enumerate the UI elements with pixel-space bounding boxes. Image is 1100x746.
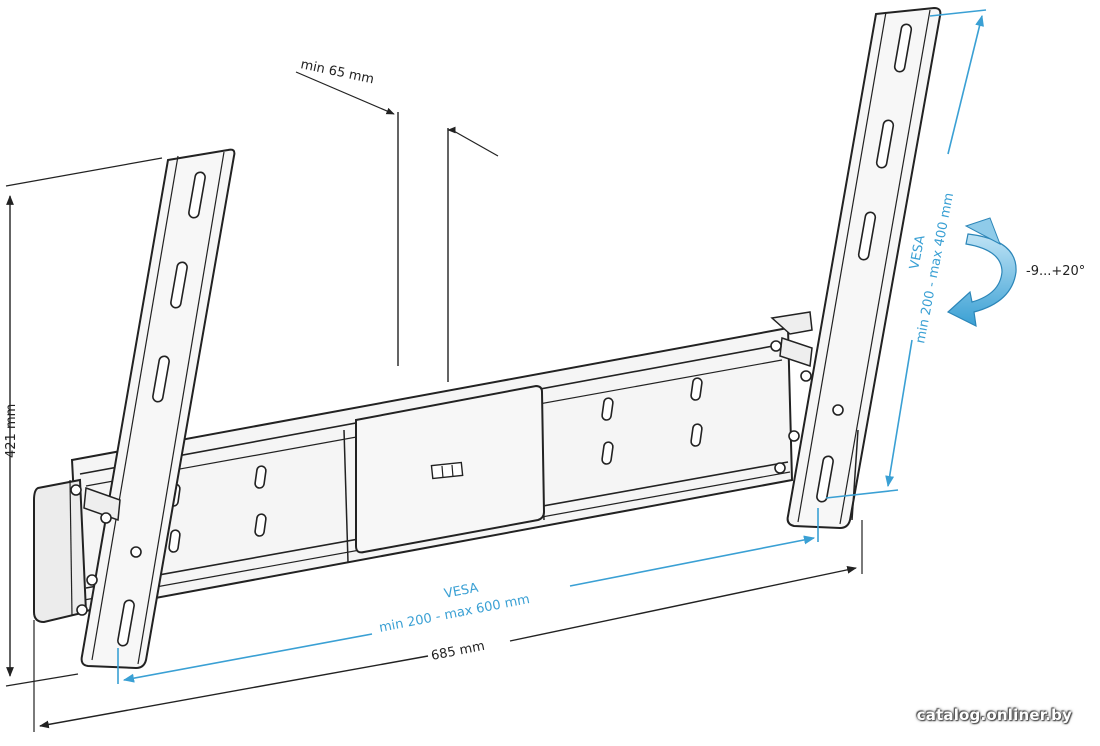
left-tv-bracket	[70, 148, 236, 670]
right-tv-bracket	[770, 6, 942, 530]
watermark: catalog.onliner.by	[916, 706, 1072, 724]
center-lock-panel	[355, 384, 546, 554]
tilt-label: -9...+20°	[1026, 264, 1085, 279]
height-dimension	[5, 157, 163, 687]
depth-label: min 65 mm	[299, 57, 375, 87]
tilt-rotation-arrow-icon	[946, 217, 1017, 328]
vesa-horizontal-dimension	[117, 508, 819, 684]
vesa-vertical-dimension	[825, 9, 987, 499]
width-label: 685 mm	[430, 639, 486, 664]
vesa-vertical-title: VESA	[907, 234, 928, 271]
depth-dimension	[295, 71, 499, 382]
vesa-horizontal-title: VESA	[443, 581, 480, 602]
width-dimension	[33, 520, 863, 732]
height-label: 421 mm	[4, 404, 19, 458]
